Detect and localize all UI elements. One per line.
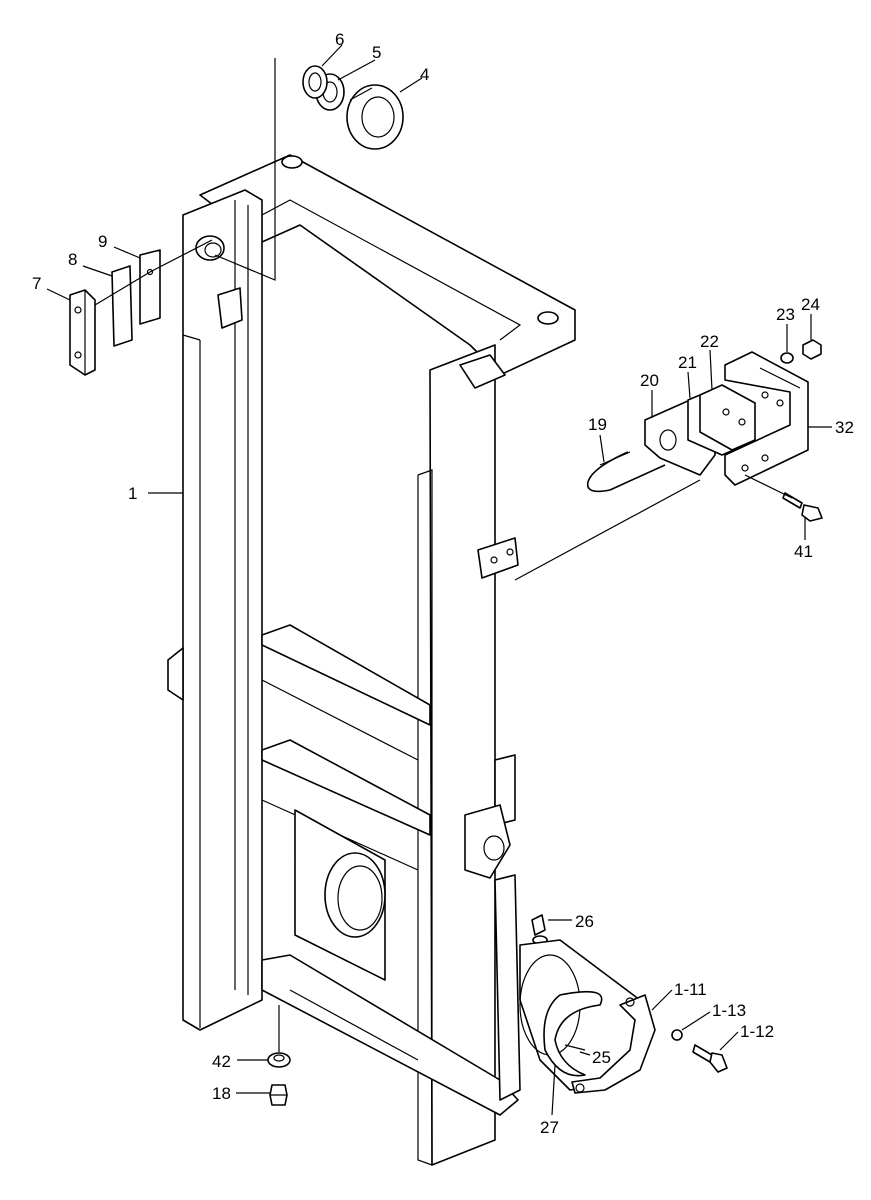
callout-24: 24 (801, 295, 820, 314)
washer-6 (302, 65, 328, 99)
cap-1-11 (571, 994, 656, 1094)
washer-42 (267, 1052, 291, 1068)
callout-21: 21 (678, 353, 697, 372)
callout-5: 5 (372, 43, 381, 62)
callout-7: 7 (32, 274, 41, 293)
grease-fitting-18 (269, 1084, 288, 1106)
assembly-line-bracket (744, 367, 801, 499)
washer-23 (780, 352, 794, 364)
callout-25: 25 (592, 1048, 611, 1067)
anchor-plate-22 (699, 384, 756, 451)
callout-22: 22 (700, 332, 719, 351)
bolt-1-12 (692, 1044, 728, 1073)
callout-1-12: 1-12 (740, 1022, 774, 1041)
callout-32: 32 (835, 418, 854, 437)
washer-1-13 (671, 1029, 683, 1041)
callout-41: 41 (794, 542, 813, 561)
outer-mast-frame (167, 154, 576, 1166)
assembly-line-shims (94, 239, 213, 306)
pin-25 (564, 1044, 586, 1051)
callout-20: 20 (640, 371, 659, 390)
grease-fitting-26 (531, 914, 548, 945)
callout-42: 42 (212, 1052, 231, 1071)
callout-4: 4 (420, 65, 429, 84)
callout-9: 9 (98, 232, 107, 251)
shim-8 (111, 265, 133, 347)
callout-6: 6 (335, 30, 344, 49)
callout-23: 23 (776, 305, 795, 324)
angle-bracket (724, 351, 809, 486)
callout-1-13: 1-13 (712, 1001, 746, 1020)
u-bolt (586, 451, 666, 493)
guide-plate-7 (69, 289, 96, 376)
roller-bearing (346, 84, 404, 150)
callout-labels: 1 4 5 6 7 8 9 18 19 20 21 22 23 24 25 26… (32, 30, 854, 1137)
callout-18: 18 (212, 1084, 231, 1103)
callout-26: 26 (575, 912, 594, 931)
roller-pin (195, 235, 225, 261)
assembly-line-bearing (214, 58, 276, 281)
callout-19: 19 (588, 415, 607, 434)
callout-27: 27 (540, 1118, 559, 1137)
nut-24 (802, 339, 822, 360)
callout-1: 1 (128, 484, 137, 503)
bolt-41 (782, 492, 823, 522)
leader-lines (46, 44, 832, 1116)
assembly-line-anchor (514, 479, 701, 581)
shim-9 (139, 249, 161, 325)
callout-1-11: 1-11 (674, 980, 707, 999)
bushing-27 (543, 990, 603, 1077)
callout-8: 8 (68, 250, 77, 269)
